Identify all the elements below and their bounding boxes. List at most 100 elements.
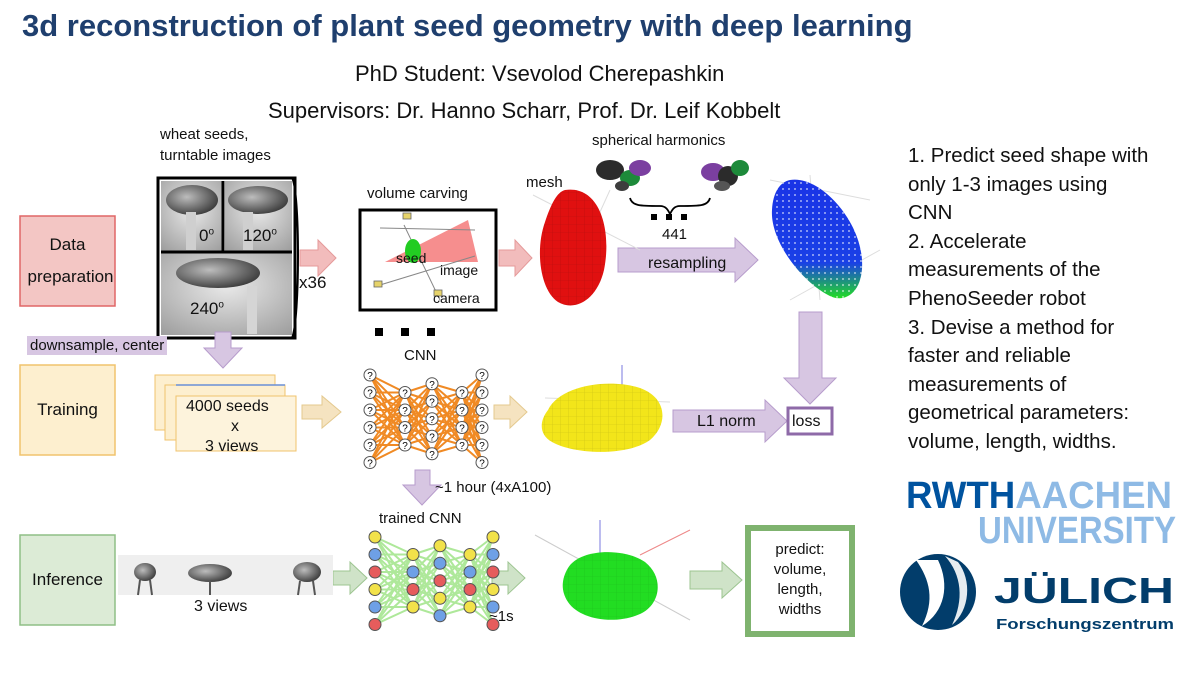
network-node-label: ? [479,389,485,400]
seed-label: seed [396,250,427,266]
downsample-label: downsample, center [27,336,168,355]
network-node [425,394,439,408]
angle-240-label: 240o [190,299,224,318]
stage-training: Training [37,400,98,419]
camera-icon [433,289,443,297]
supervisors: Supervisors: Dr. Hanno Scharr, Prof. Dr.… [268,98,781,123]
predict-box [745,525,855,637]
network-node-label: ? [479,371,485,382]
network-node [363,403,377,417]
network-node [455,438,469,452]
network-node [363,368,377,382]
blue-mesh [769,174,881,301]
wheat-seeds-label: wheat seeds, [160,126,249,143]
network-node [463,565,477,579]
turntable-image-grid [156,176,299,340]
green-mesh [534,520,691,621]
network-edge [369,392,406,463]
network-node-label: ? [367,441,373,452]
network-node [368,548,382,561]
network-node [455,403,469,417]
phd-student: PhD Student: Vsevolod Cherepashkin [355,61,725,86]
network-edge [431,426,463,455]
network-edge [469,536,494,608]
julich-logo: JÜLICH Forschungszentrum [900,554,1174,633]
network-edge [431,392,463,455]
network-node [455,386,469,399]
network-node [463,583,477,596]
network-edge [412,545,441,591]
objective-line: volume, length, widths. [908,429,1117,453]
network-edge [374,554,414,625]
julich-logo-name: JÜLICH [994,570,1174,611]
network-edge [404,383,433,446]
training-time-label: ~1 hour (4xA100) [435,479,552,496]
network-edge [369,391,406,446]
network-node-label: ? [367,406,373,417]
seed-holder [186,212,196,250]
network-node-label: ? [367,459,373,470]
rwth-logo-line2: UNIVERSITY [978,510,1176,552]
network-edge [369,426,406,464]
cnn-network: ????????????????????????? [363,368,489,470]
network-edge [374,553,414,573]
network-node-label: ? [429,380,435,391]
network-edge [412,562,441,608]
objective-line: 2. Accelerate [908,229,1027,253]
volume-carving-panel [358,208,498,312]
arrow-to-loss [782,311,838,405]
network-node [363,438,377,452]
network-node-label: ? [429,432,435,443]
resampling-arrow [617,236,759,284]
inference-time-label: ~1s [489,608,514,625]
rwth-logo: RWTHAACHEN UNIVERSITY [906,475,1176,552]
network-edge [461,392,483,446]
network-node [463,548,477,561]
angle-120-label: 120o [243,226,277,245]
spherical-harmonics-icons [596,160,749,217]
l1-norm-label: L1 norm [697,413,756,430]
network-node-label: ? [402,441,408,452]
camera-icon [373,280,383,288]
loss-label: loss [792,413,821,430]
network-node-label: ? [479,406,485,417]
network-node-label: ? [429,415,435,426]
network-node-label: ? [459,441,465,452]
stage-data-preparation: Data preparation [27,235,114,286]
network-node [433,609,447,623]
network-node-label: ? [459,406,465,417]
training-time-arrow [401,469,443,506]
network-node [475,456,489,469]
objectives-list: 1. Predict seed shape with only 1-3 imag… [908,142,1198,457]
network-edge [374,536,414,556]
three-views-inference-label: 3 views [194,598,248,615]
harmonics-count-label: 441 [662,226,688,243]
network-edge [369,391,406,429]
objective-line: PhenoSeeder robot [908,286,1086,310]
network-edge [404,383,433,429]
network-node-label: ? [479,459,485,470]
x36-label: x36 [299,273,327,292]
network-node [425,377,439,391]
loss-box [786,406,834,436]
network-edge [439,571,471,617]
times-label: x [231,418,239,435]
seed-photo-120 [228,186,288,214]
objective-line: 1. Predict seed shape with [908,144,1149,167]
network-edge [439,554,471,617]
arrow-to-trained-cnn [332,560,368,596]
harmonics-dots [651,214,687,220]
network-node-label: ? [367,424,373,435]
red-mesh [532,189,641,306]
network-node [398,421,412,434]
inference-box [19,534,116,626]
network-edge [374,571,414,626]
network-node [475,421,489,434]
rwth-logo-line1: RWTHAACHEN [906,475,1172,517]
inference-photo-strip [118,555,333,596]
network-edge [374,588,414,626]
continuation-dots [375,328,435,336]
network-edge [431,391,463,437]
training-box [19,364,116,456]
network-edge [374,553,414,591]
